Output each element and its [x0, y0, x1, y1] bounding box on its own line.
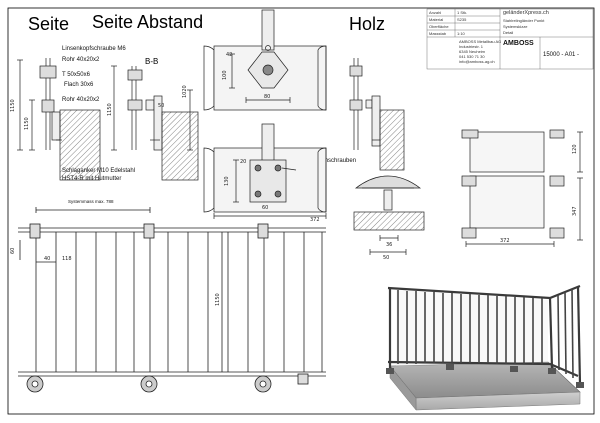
tb-company-sub1: Stahlrelingländer Punkt — [503, 18, 545, 23]
label-linsenkopf: Linsenkopfschraube M6 — [62, 46, 126, 52]
dim-130: 130 — [224, 176, 230, 186]
dim-120: 120 — [572, 144, 578, 154]
tb-address-line4: 041 530 71 30 — [459, 54, 485, 59]
tb-sheet-number: 15000 - A01 - — [543, 52, 580, 58]
dim-347: 347 — [572, 206, 578, 216]
heading-seite-abstand: Seite Abstand — [92, 12, 204, 32]
tb-row1-label: Anzahl — [429, 10, 442, 15]
heading-section-bb: B-B — [145, 57, 159, 66]
heading-seite: Seite — [28, 14, 70, 34]
dim-60b: 60 — [10, 248, 16, 254]
dim-42: 42 — [226, 52, 232, 58]
sheet-border — [7, 7, 595, 415]
tb-row3-label: Oberfläche — [429, 24, 449, 29]
seite-abstand-detail — [111, 65, 199, 181]
dim-100: 100 — [222, 70, 228, 80]
dim-36: 36 — [386, 242, 392, 248]
plan-balusters — [35, 232, 323, 372]
dim-1150c: 1150 — [107, 103, 113, 116]
dim-1020: 1020 — [182, 85, 188, 98]
tb-address-line2: Industriestr. 1 — [459, 44, 484, 49]
railing-3d-frame — [387, 284, 582, 385]
right-elevation-detail — [461, 129, 583, 247]
tb-company-sub2: Systemskizze — [503, 24, 528, 29]
dim-20: 20 — [240, 159, 246, 165]
dim-50b: 50 — [383, 255, 389, 261]
dim-80: 80 — [264, 94, 270, 100]
tb-row4-label: Massstab — [429, 31, 447, 36]
tb-company-name: geländerXpress.ch — [503, 10, 549, 16]
heading-holz: Holz — [349, 14, 386, 34]
dim-1150b: 1150 — [24, 117, 30, 130]
dim-372b: 372 — [500, 238, 510, 244]
tb-company-sub3: Detail — [503, 30, 514, 35]
tb-amboss-logo: AMBOSS — [503, 40, 534, 47]
tb-address-line1: AMBOSS Metallbau AG — [459, 39, 502, 44]
dim-50: 50 — [158, 103, 164, 109]
dim-1150a: 1150 — [10, 99, 16, 112]
holz-detail — [349, 58, 405, 171]
railing-3d-balusters — [397, 288, 574, 379]
tb-address-line3: 6345 Neuheim — [459, 49, 486, 54]
tb-address-line5: info@amboss-ag.ch — [459, 59, 495, 64]
tb-row2-label: Material — [429, 17, 444, 22]
dim-118: 118 — [62, 256, 72, 262]
plate-detail-top — [203, 9, 327, 111]
label-flach: Flach 30x6 — [64, 82, 94, 88]
railing-3d-feet — [386, 364, 584, 388]
seite-detail — [17, 58, 101, 181]
label-rohr-bottom: Rohr 40x20x2 — [62, 97, 100, 103]
label-rohr-top: Rohr 40x20x2 — [62, 57, 100, 63]
holz-rail-detail — [353, 175, 425, 255]
label-systemmass: Systemmass max. 788 — [68, 199, 114, 204]
tb-row4-value: 1:10 — [457, 31, 465, 36]
tb-row2-value: S235 — [457, 17, 467, 22]
label-t-profil: T 50x50x6 — [62, 72, 90, 78]
title-block — [426, 8, 594, 70]
plan-view-railing — [18, 207, 326, 393]
railing-3d-render — [386, 284, 584, 411]
tb-row1-value: 1 Stk. — [457, 10, 468, 15]
plate-detail-mid — [203, 123, 327, 219]
dim-60: 60 — [262, 205, 268, 211]
dim-40: 40 — [44, 256, 50, 262]
dim-1150p: 1150 — [215, 293, 221, 306]
dim-372a: 372 — [310, 217, 320, 223]
